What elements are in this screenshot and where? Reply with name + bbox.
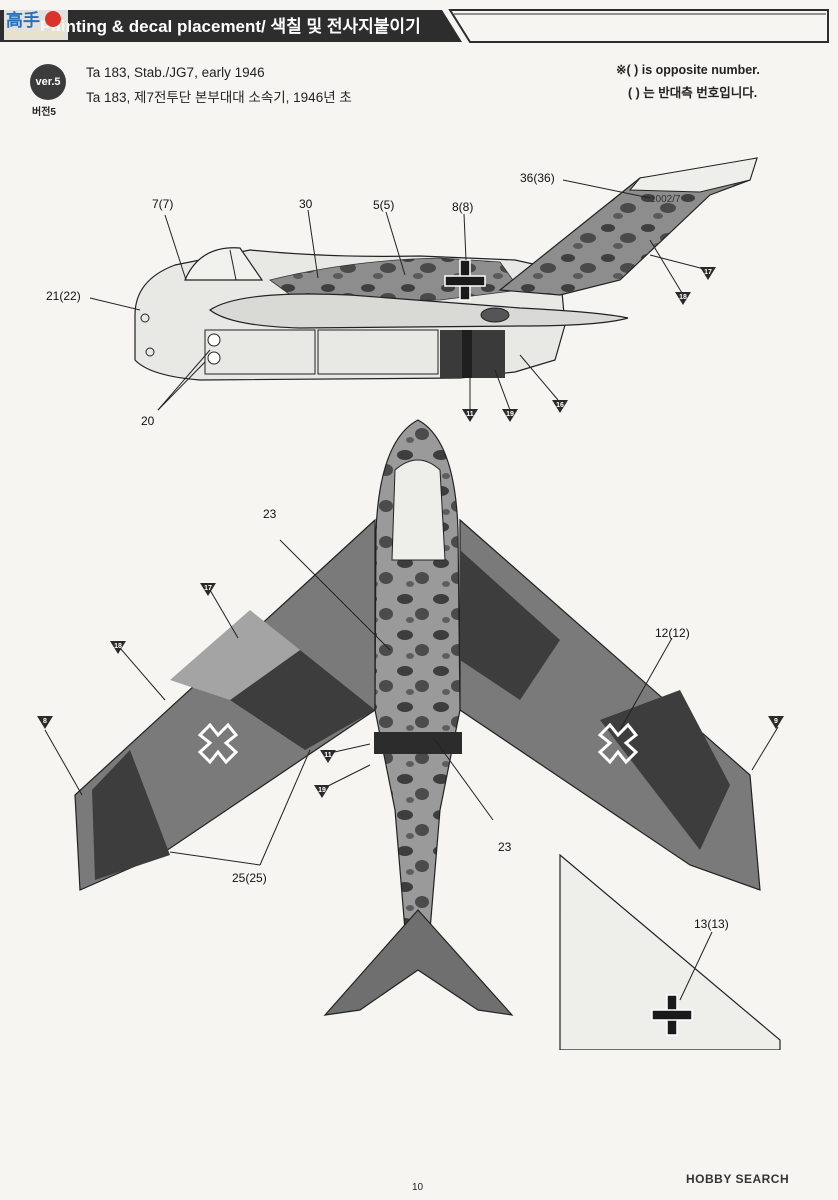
- svg-text:19: 19: [506, 411, 514, 418]
- svg-text:17: 17: [204, 585, 212, 592]
- callout-8: 8(8): [452, 200, 474, 214]
- color-marker-19-side: 19: [502, 409, 518, 422]
- color-marker-18-top: 18: [110, 641, 126, 654]
- callout-12: 12(12): [655, 626, 690, 640]
- version-sub-label: 버전5: [32, 107, 56, 118]
- callout-30: 30: [299, 197, 313, 211]
- callout-21: 21(22): [46, 289, 81, 303]
- svg-text:18: 18: [679, 294, 687, 301]
- callout-7: 7(7): [152, 197, 174, 211]
- callout-13: 13(13): [694, 917, 729, 931]
- svg-text:11: 11: [324, 752, 332, 759]
- top-view-drawing: [44, 419, 781, 1050]
- callout-5: 5(5): [373, 198, 395, 212]
- color-marker-8-top: 8: [37, 716, 53, 729]
- callout-23-lower: 23: [498, 840, 512, 854]
- aircraft-info-english: Ta 183, Stab./JG7, early 1946: [86, 65, 265, 80]
- color-marker-19-top: 19: [314, 785, 330, 798]
- aircraft-info-korean: Ta 183, 제7전투단 본부대대 소속기, 1946년 초: [86, 90, 352, 105]
- opposite-number-note-english: ※( ) is opposite number.: [616, 63, 760, 77]
- opposite-number-note-korean: ( ) 는 반대측 번호입니다.: [628, 86, 758, 100]
- watermark-brand: HOBBY SEARCH: [686, 1172, 790, 1186]
- header-bar: [0, 9, 829, 43]
- svg-text:11: 11: [466, 411, 474, 418]
- color-marker-17-top: 17: [200, 583, 216, 596]
- callout-20: 20: [141, 414, 155, 428]
- callout-36: 36(36): [520, 171, 555, 185]
- color-marker-11-top: 11: [320, 750, 336, 763]
- color-marker-18-side: 18: [675, 292, 691, 305]
- svg-text:17: 17: [704, 269, 712, 276]
- side-view-drawing: 1002/7: [89, 157, 758, 411]
- color-marker-17-side: 17: [700, 267, 716, 280]
- svg-text:19: 19: [318, 787, 326, 794]
- tail-code-text: 1002/7: [650, 194, 681, 205]
- version-badge: ver.5: [30, 64, 66, 100]
- callout-23-upper: 23: [263, 507, 277, 521]
- color-marker-9-top: 9: [768, 716, 784, 729]
- color-marker-11-side: 11: [462, 409, 478, 422]
- page-title: Painting & decal placement/ 색칠 및 전사지붙이기: [40, 17, 421, 36]
- page-number: 10: [412, 1182, 424, 1193]
- svg-text:8: 8: [43, 718, 47, 725]
- callout-25: 25(25): [232, 871, 267, 885]
- svg-text:16: 16: [556, 402, 564, 409]
- svg-text:9: 9: [774, 718, 778, 725]
- logo-text: 高手: [6, 10, 40, 30]
- svg-text:18: 18: [114, 643, 122, 650]
- site-logo: 高手: [4, 6, 68, 40]
- color-marker-16-side: 16: [552, 400, 568, 413]
